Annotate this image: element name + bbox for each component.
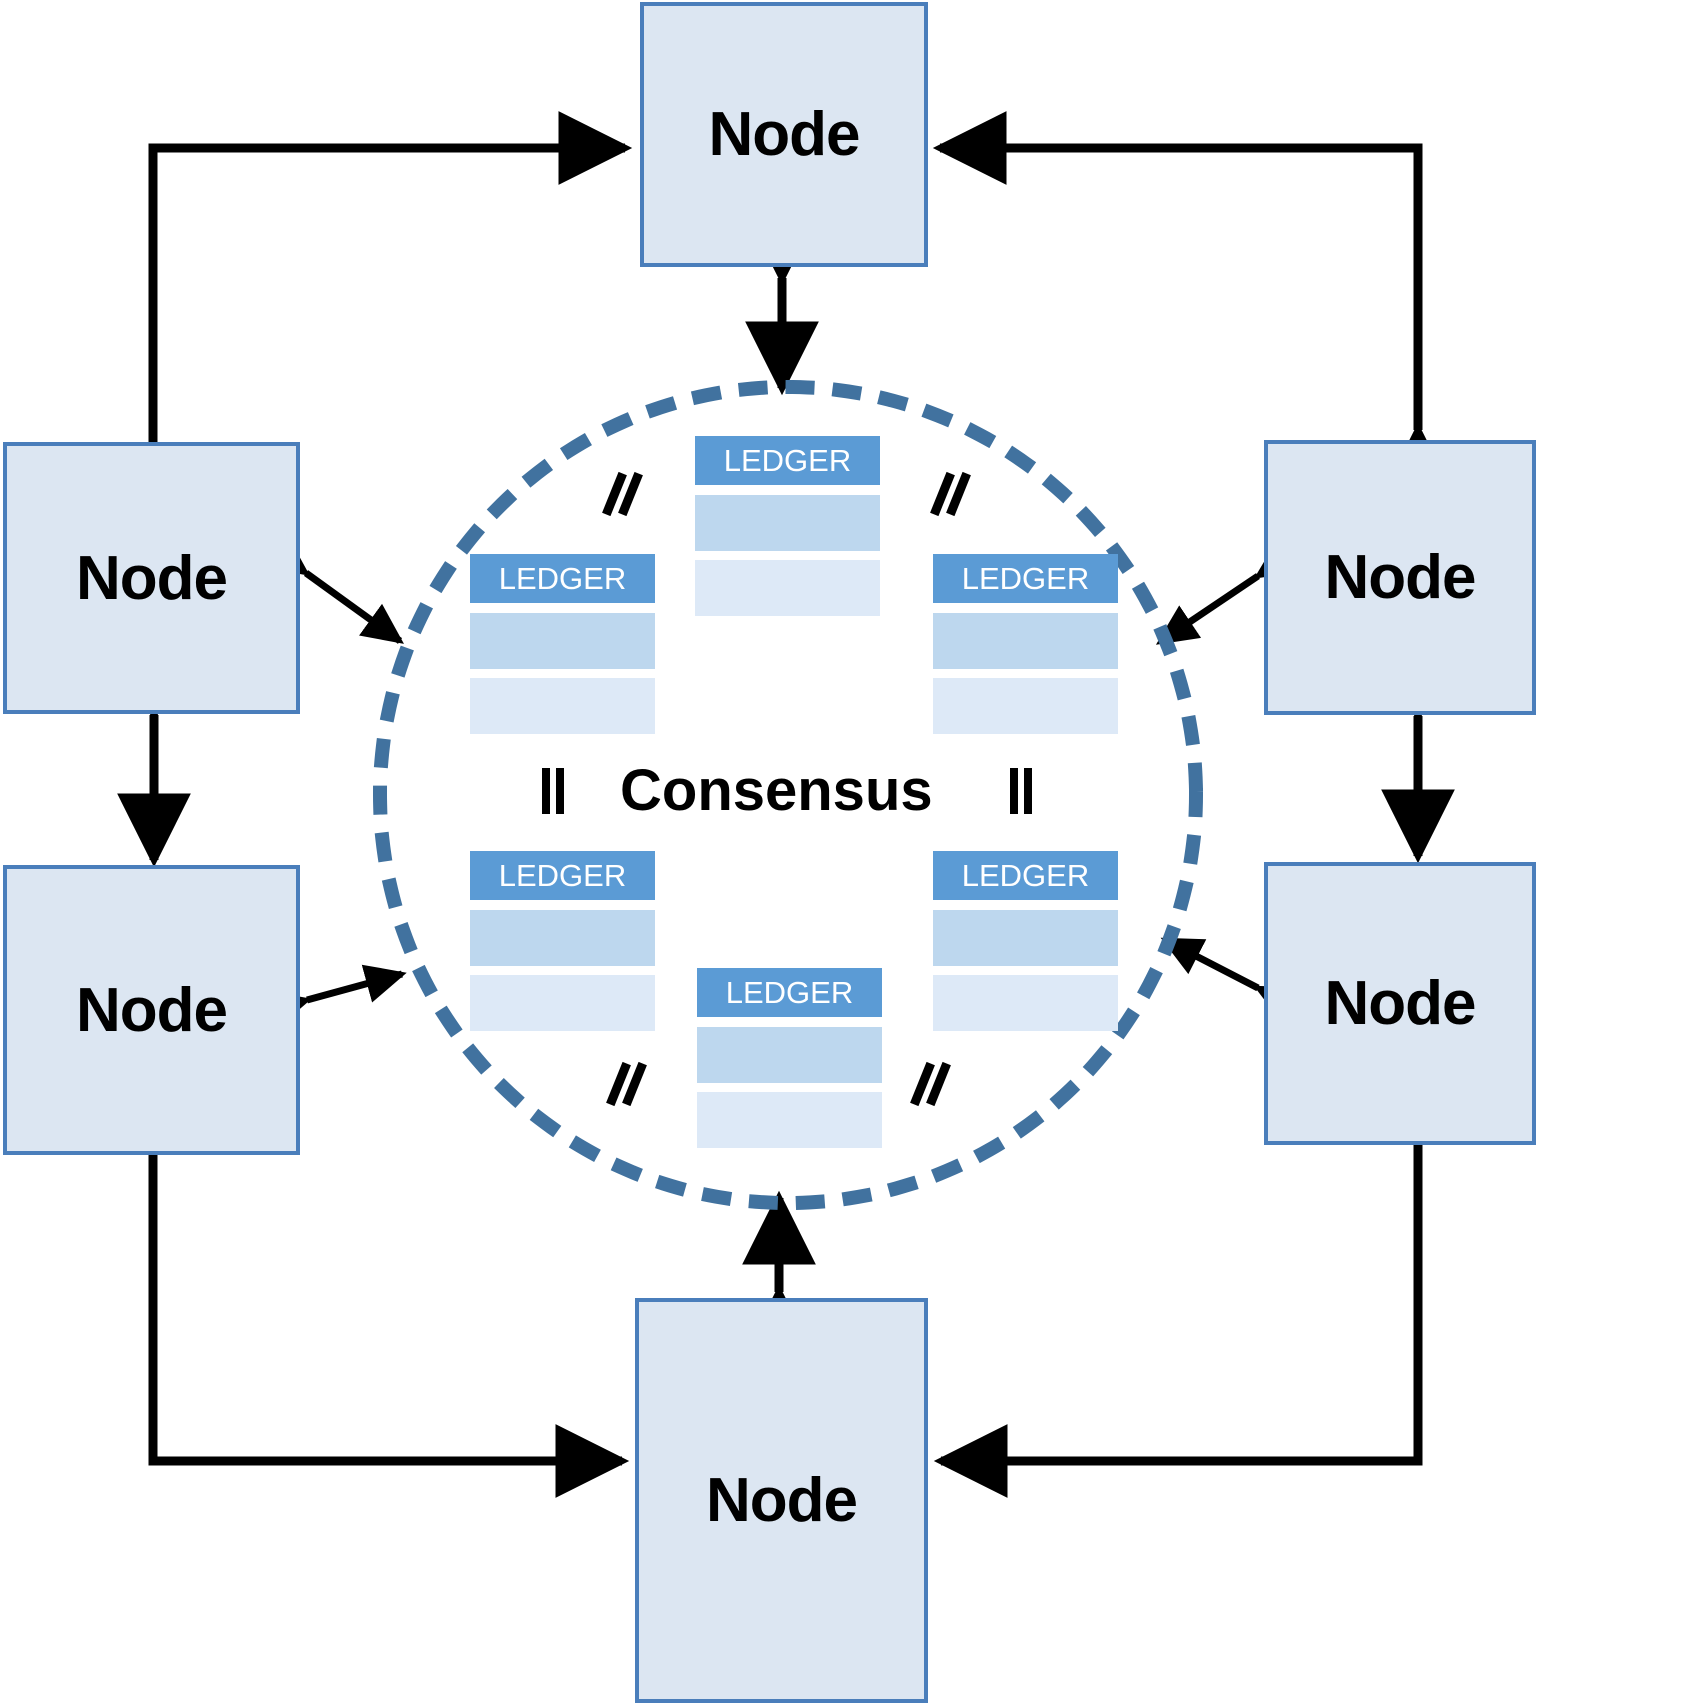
node-label: Node: [708, 100, 861, 169]
equals-icon: [604, 1061, 648, 1107]
ledger-header: LEDGER: [470, 554, 655, 603]
node-right-lower[interactable]: Node: [1264, 862, 1536, 1145]
ledger-row-empty: [933, 975, 1118, 1031]
node-right-upper[interactable]: Node: [1264, 440, 1536, 715]
node-label: Node: [1324, 543, 1477, 612]
ledger-row-filled: [470, 910, 655, 966]
ledger-row-empty: [695, 560, 880, 616]
equals-icon: [600, 471, 644, 517]
ledger-header: LEDGER: [697, 968, 882, 1017]
ledger-row-filled: [697, 1027, 882, 1083]
ledger-card-upper-left[interactable]: LEDGER: [470, 554, 655, 734]
node-left-upper[interactable]: Node: [3, 442, 300, 714]
equals-icon: [908, 1061, 952, 1107]
node-top[interactable]: Node: [640, 2, 928, 267]
node-left-lower[interactable]: Node: [3, 865, 300, 1155]
ledger-row-empty: [697, 1092, 882, 1148]
node-label: Node: [706, 1466, 858, 1535]
node-label: Node: [76, 543, 228, 613]
node-label: Node: [76, 975, 228, 1045]
ledger-card-bottom[interactable]: LEDGER: [697, 968, 882, 1148]
node-label: Node: [1324, 969, 1477, 1038]
ledger-header: LEDGER: [933, 851, 1118, 900]
equals-icon: [1006, 768, 1036, 814]
equals-icon: [928, 471, 972, 517]
ledger-row-filled: [933, 613, 1118, 669]
ledger-card-lower-right[interactable]: LEDGER: [933, 851, 1118, 1031]
ledger-card-top[interactable]: LEDGER: [695, 436, 880, 616]
ledger-row-empty: [470, 678, 655, 734]
equals-icon: [538, 768, 568, 814]
ledger-card-upper-right[interactable]: LEDGER: [933, 554, 1118, 734]
ledger-header: LEDGER: [695, 436, 880, 485]
consensus-label: Consensus: [620, 758, 933, 823]
ledger-row-empty: [933, 678, 1118, 734]
ledger-row-filled: [470, 613, 655, 669]
node-bottom[interactable]: Node: [635, 1298, 928, 1703]
ledger-header: LEDGER: [933, 554, 1118, 603]
ledger-row-filled: [933, 910, 1118, 966]
ledger-header: LEDGER: [470, 851, 655, 900]
ledger-row-filled: [695, 495, 880, 551]
ledger-row-empty: [470, 975, 655, 1031]
ledger-card-lower-left[interactable]: LEDGER: [470, 851, 655, 1031]
